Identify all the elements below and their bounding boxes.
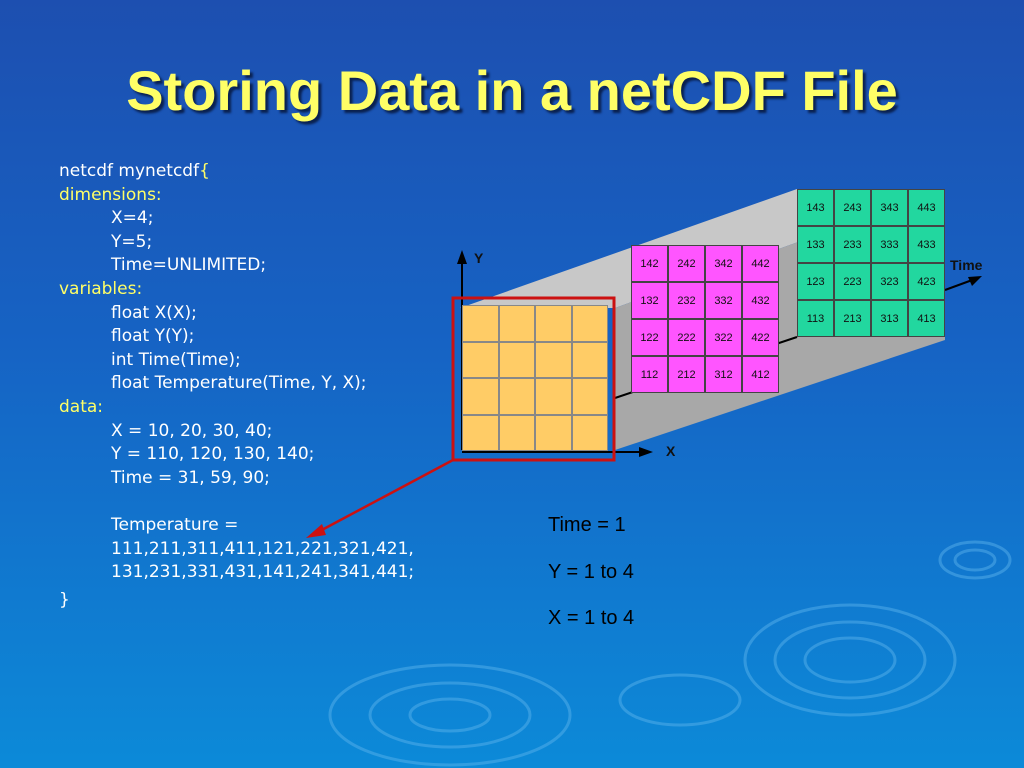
grid-cell: 333 bbox=[871, 226, 908, 263]
highlight-box bbox=[451, 296, 616, 462]
grid-cell bbox=[462, 305, 499, 342]
y-axis-arrowhead bbox=[457, 250, 467, 264]
grid-cell: 132 bbox=[631, 282, 668, 319]
grid-cell: 233 bbox=[834, 226, 871, 263]
code-variables-keyword: variables: bbox=[59, 278, 143, 299]
highlight-arrowhead bbox=[306, 524, 326, 538]
grid-cell bbox=[571, 341, 608, 378]
grid-cell bbox=[535, 378, 572, 415]
grid-cell: 222 bbox=[668, 319, 705, 356]
code-var-x: float X(X); bbox=[111, 302, 197, 323]
grid-cell: 413 bbox=[908, 300, 945, 337]
grid-cell: 443 bbox=[908, 189, 945, 226]
time-slice-1-grid bbox=[462, 305, 608, 451]
grid-cell: 232 bbox=[668, 282, 705, 319]
code-dimensions-keyword: dimensions: bbox=[59, 184, 162, 205]
code-temperature-values-2: 131,231,331,431,141,241,341,441; bbox=[111, 562, 415, 583]
info-y-range: Y = 1 to 4 bbox=[548, 561, 634, 583]
grid-cell: 133 bbox=[797, 226, 834, 263]
grid-cell: 322 bbox=[705, 319, 742, 356]
grid-cell bbox=[571, 378, 608, 415]
code-data-x: X = 10, 20, 30, 40; bbox=[111, 420, 273, 441]
grid-cell bbox=[535, 305, 572, 342]
grid-cell: 423 bbox=[908, 263, 945, 300]
grid-cell: 113 bbox=[797, 300, 834, 337]
grid-cell bbox=[462, 414, 499, 451]
grid-cell: 143 bbox=[797, 189, 834, 226]
grid-cell: 122 bbox=[631, 319, 668, 356]
grid-cell bbox=[498, 305, 535, 342]
grid-cell: 332 bbox=[705, 282, 742, 319]
y-axis-label: Y bbox=[474, 250, 484, 266]
code-close-brace: } bbox=[59, 589, 70, 610]
grid-cell bbox=[498, 341, 535, 378]
grid-cell: 213 bbox=[834, 300, 871, 337]
code-dim-x: X=4; bbox=[111, 208, 154, 229]
slide-title: Storing Data in a netCDF File bbox=[126, 59, 898, 122]
grid-cell: 123 bbox=[797, 263, 834, 300]
code-data-time: Time = 31, 59, 90; bbox=[111, 467, 270, 488]
time-axis-arrowhead bbox=[968, 276, 982, 286]
code-dim-y: Y=5; bbox=[111, 231, 153, 252]
code-dim-time: Time=UNLIMITED; bbox=[111, 255, 267, 276]
grid-cell: 313 bbox=[871, 300, 908, 337]
grid-cell: 342 bbox=[705, 245, 742, 282]
grid-cell: 112 bbox=[631, 356, 668, 393]
info-x-range: X = 1 to 4 bbox=[548, 607, 635, 629]
code-header-line: netcdf mynetcdf{ bbox=[59, 160, 414, 184]
info-time: Time = 1 bbox=[548, 514, 626, 536]
grid-cell: 212 bbox=[668, 356, 705, 393]
code-temperature-label: Temperature = bbox=[111, 514, 239, 535]
grid-cell: 243 bbox=[834, 189, 871, 226]
code-data-keyword: data: bbox=[59, 396, 104, 417]
grid-cell bbox=[535, 341, 572, 378]
grid-cell bbox=[498, 378, 535, 415]
grid-cell: 412 bbox=[742, 356, 779, 393]
grid-cell: 323 bbox=[871, 263, 908, 300]
code-open-brace: { bbox=[199, 161, 210, 181]
grid-cell: 442 bbox=[742, 245, 779, 282]
grid-cell: 432 bbox=[742, 282, 779, 319]
netcdf-code-block: netcdf mynetcdf{ dimensions: X=4; Y=5; T… bbox=[59, 160, 414, 612]
grid-cell bbox=[535, 414, 572, 451]
x-axis-label: X bbox=[666, 443, 676, 459]
grid-cell: 242 bbox=[668, 245, 705, 282]
grid-cell: 142 bbox=[631, 245, 668, 282]
grid-cell: 422 bbox=[742, 319, 779, 356]
code-var-time: int Time(Time); bbox=[111, 349, 241, 370]
grid-cell bbox=[462, 341, 499, 378]
highlight-arrow bbox=[317, 458, 454, 534]
grid-cell: 312 bbox=[705, 356, 742, 393]
time-axis-label: Time bbox=[950, 257, 983, 273]
grid-cell bbox=[571, 305, 608, 342]
grid-cell: 343 bbox=[871, 189, 908, 226]
code-var-y: float Y(Y); bbox=[111, 326, 195, 347]
x-axis-arrowhead bbox=[639, 447, 653, 457]
grid-cell bbox=[498, 414, 535, 451]
grid-cell bbox=[462, 378, 499, 415]
code-netcdf-name: netcdf mynetcdf bbox=[59, 161, 200, 181]
grid-cell: 433 bbox=[908, 226, 945, 263]
grid-cell: 223 bbox=[834, 263, 871, 300]
code-temperature-values-1: 111,211,311,411,121,221,321,421, bbox=[111, 538, 414, 559]
code-var-temperature: float Temperature(Time, Y, X); bbox=[111, 373, 367, 394]
grid-cell bbox=[571, 414, 608, 451]
code-data-y: Y = 110, 120, 130, 140; bbox=[111, 444, 315, 465]
